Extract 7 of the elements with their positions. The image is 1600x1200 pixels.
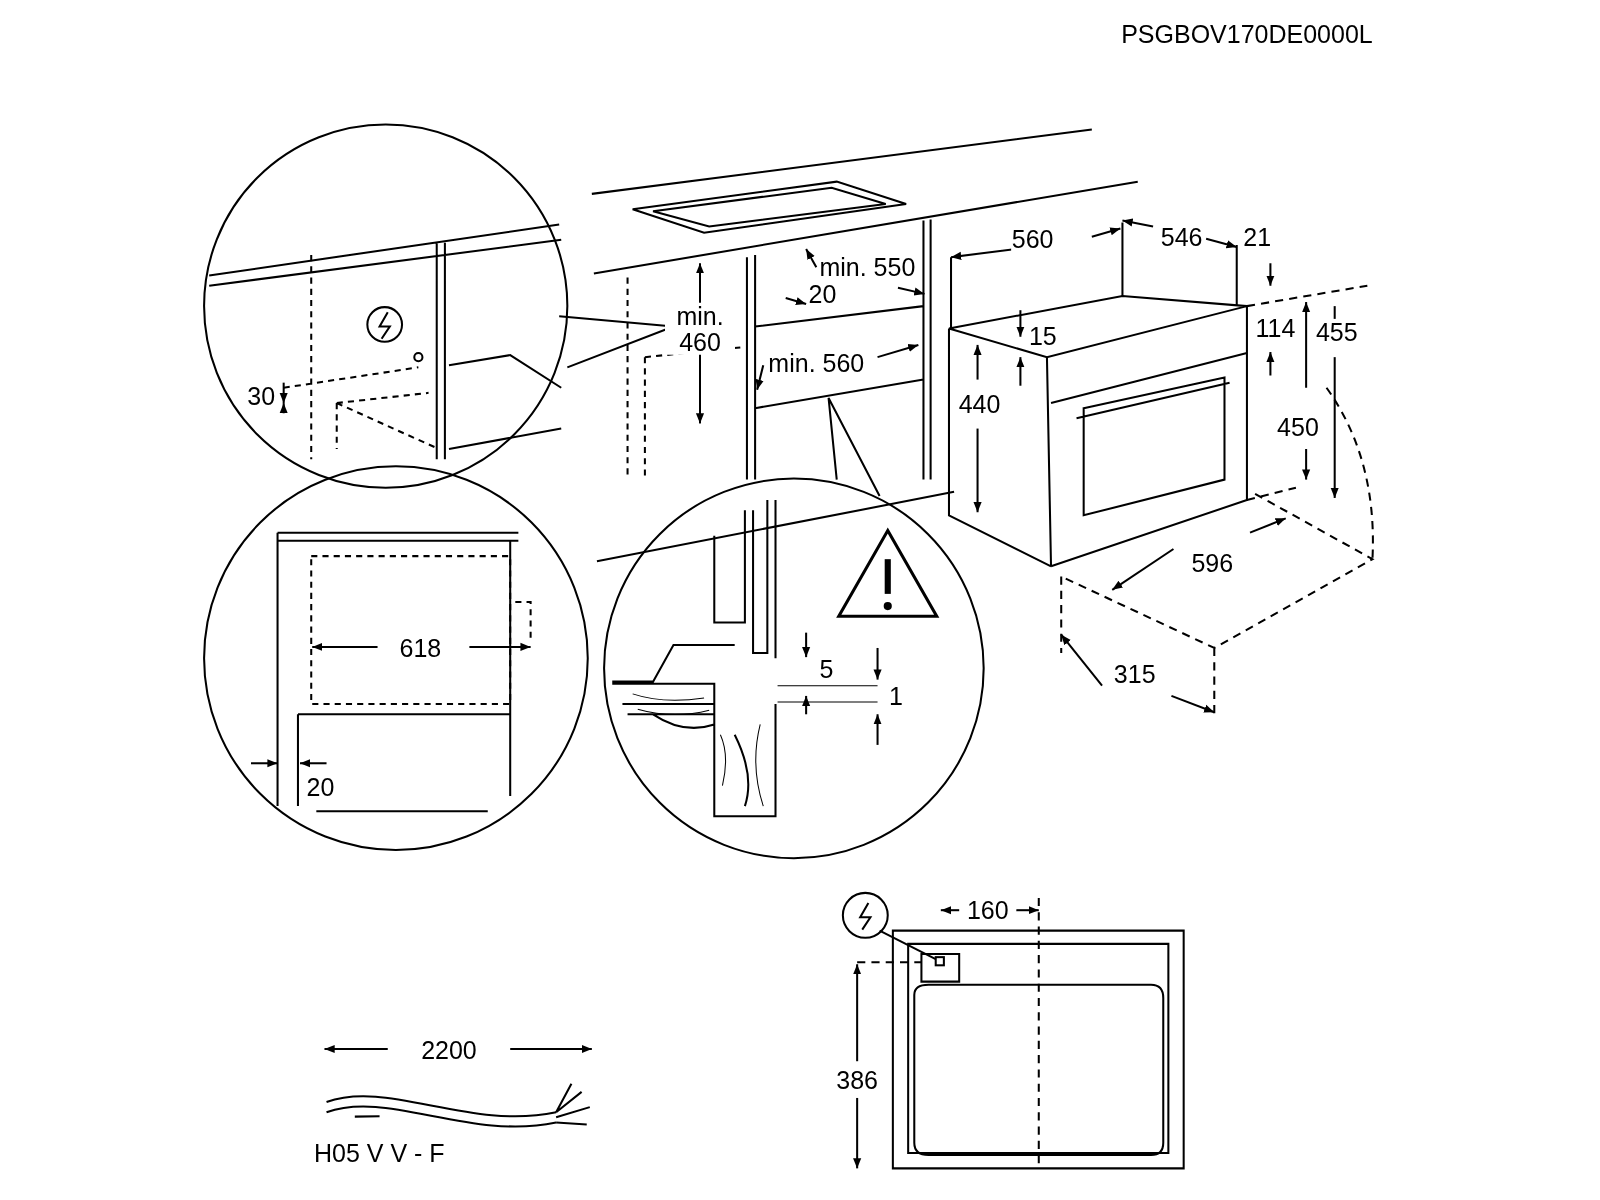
- dimension-label: min. 460: [665, 302, 735, 355]
- leader-line: [354, 1115, 380, 1118]
- cable-type-label: H05 V V - F: [314, 1135, 445, 1173]
- leader-line: [879, 929, 937, 961]
- power-cable: [325, 1082, 591, 1128]
- socket-symbol: [934, 956, 945, 967]
- electrical-connection-icon: [841, 891, 889, 939]
